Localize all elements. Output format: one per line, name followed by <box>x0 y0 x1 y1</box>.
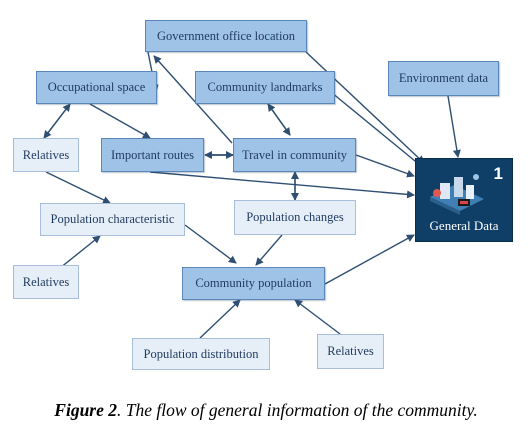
arrow-relatives-to-characteristic <box>45 171 111 204</box>
node-population-characteristic: Population characteristic <box>40 203 185 236</box>
figure-caption: Figure 2. The flow of general informatio… <box>0 400 532 421</box>
arrow-population-to-general <box>324 234 415 285</box>
node-important-routes: Important routes <box>101 138 204 172</box>
node-relatives-top: Relatives <box>13 138 79 172</box>
arrow-landmarks-to-general <box>325 87 427 171</box>
node-occupational-space: Occupational space <box>36 71 157 104</box>
figure-label: Figure 2 <box>54 400 118 420</box>
node-government-office-location: Government office location <box>145 20 307 52</box>
arrow-environment-to-general <box>447 95 461 158</box>
node-relatives-mid: Relatives <box>13 265 79 299</box>
node-population-distribution: Population distribution <box>132 338 270 370</box>
general-data-label: General Data <box>429 218 499 233</box>
arrow-relatives-occupational <box>43 103 71 139</box>
arrow-layer <box>43 51 461 339</box>
arrow-changes-to-population <box>255 234 283 266</box>
arrow-routes-to-general <box>149 171 415 199</box>
arrow-characteristic-to-population <box>184 224 237 264</box>
arrow-occupational-routes <box>89 103 151 139</box>
node-travel-in-community: Travel in community <box>233 138 356 172</box>
arrow-travel-to-general <box>355 154 415 178</box>
arrow-travel-to-government <box>153 55 233 144</box>
arrow-relatives-bottom-to-population <box>294 299 341 335</box>
node-community-landmarks: Community landmarks <box>195 71 335 104</box>
node-community-population: Community population <box>182 267 325 300</box>
arrow-government-to-general <box>305 51 425 164</box>
node-environment-data: Environment data <box>388 61 499 96</box>
arrow-relatives-mid-to-characteristic <box>59 235 101 269</box>
general-data-number: 1 <box>493 164 503 183</box>
arrow-distribution-to-population <box>199 299 241 339</box>
node-population-changes: Population changes <box>234 200 356 235</box>
general-data-illustration-icon <box>430 174 484 215</box>
node-general-data: 1 General Data <box>415 158 513 242</box>
flow-diagram: Government office location Occupational … <box>13 20 513 370</box>
node-relatives-bottom: Relatives <box>317 334 384 369</box>
arrow-landmarks-travel-b <box>267 103 291 136</box>
figure-caption-text: . The flow of general information of the… <box>117 400 478 420</box>
